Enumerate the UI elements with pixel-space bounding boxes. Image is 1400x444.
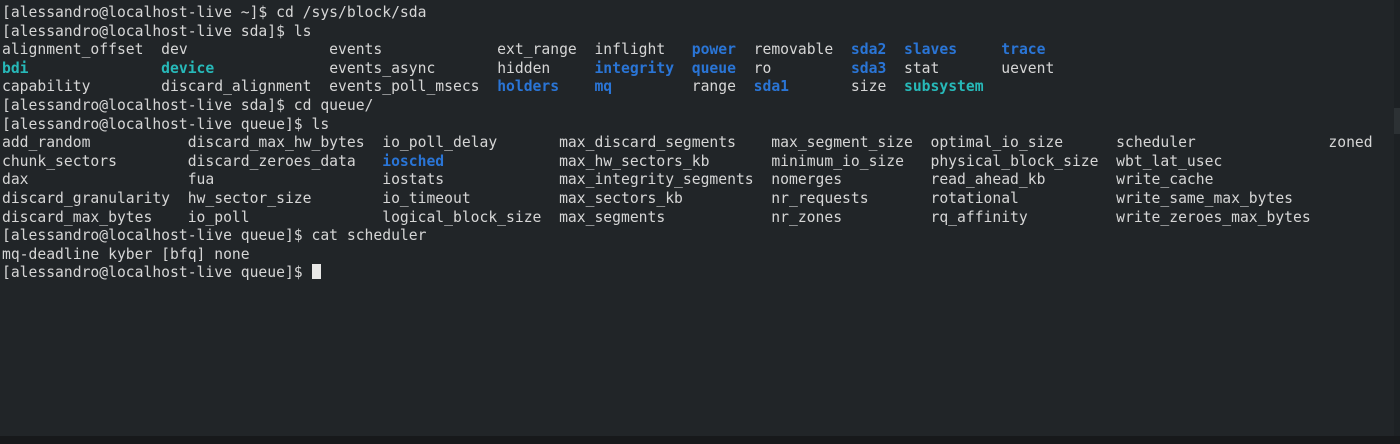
terminal-line: [alessandro@localhost-live queue]$ — [2, 264, 1400, 283]
terminal-text: ro — [735, 59, 851, 77]
terminal-text: events_async hidden — [214, 59, 595, 77]
directory-entry-text: power — [691, 41, 736, 59]
terminal-text: capability discard_alignment events_poll… — [2, 78, 498, 96]
symlink-entry-text: bdi — [2, 59, 29, 77]
terminal-text: [alessandro@localhost-live queue]$ ls — [2, 115, 330, 133]
scrollbar-trough[interactable] — [1394, 0, 1400, 436]
terminal-line: [alessandro@localhost-live sda]$ ls — [2, 23, 1400, 42]
scrollbar-thumb[interactable] — [1394, 108, 1400, 134]
terminal-output: [alessandro@localhost-live ~]$ cd /sys/b… — [2, 4, 1400, 283]
terminal-text: [alessandro@localhost-live sda]$ cd queu… — [2, 96, 374, 114]
bottom-edge-bar — [0, 436, 1400, 444]
terminal-line: dax fua iostats max_integrity_segments n… — [2, 171, 1400, 190]
terminal-line: add_random discard_max_hw_bytes io_poll_… — [2, 134, 1400, 153]
terminal-cursor — [311, 264, 321, 280]
terminal-text: discard_granularity hw_sector_size io_ti… — [2, 189, 1294, 207]
terminal-line: [alessandro@localhost-live queue]$ cat s… — [2, 227, 1400, 246]
terminal-line: bdi device events_async hidden integrity… — [2, 60, 1400, 79]
terminal-line: discard_max_bytes io_poll logical_block_… — [2, 209, 1400, 228]
terminal-line: capability discard_alignment events_poll… — [2, 78, 1400, 97]
directory-entry-text: queue — [691, 59, 736, 77]
directory-entry-text: trace — [1001, 41, 1046, 59]
terminal-text: range — [612, 78, 754, 96]
directory-entry-text: mq — [594, 78, 613, 96]
directory-entry-text: sda2 — [850, 41, 887, 59]
terminal-text: alignment_offset dev events ext_range in… — [2, 41, 692, 59]
symlink-entry-text: subsystem — [903, 78, 984, 96]
terminal-text: size — [789, 78, 904, 96]
directory-entry-text: sda1 — [753, 78, 790, 96]
terminal-text: dax fua iostats max_integrity_segments n… — [2, 171, 1214, 189]
terminal-line: [alessandro@localhost-live sda]$ cd queu… — [2, 97, 1400, 116]
terminal-line: [alessandro@localhost-live queue]$ ls — [2, 116, 1400, 135]
terminal-line: [alessandro@localhost-live ~]$ cd /sys/b… — [2, 4, 1400, 23]
directory-entry-text: integrity — [594, 59, 675, 77]
directory-entry-text: iosched — [382, 152, 445, 170]
terminal-line: discard_granularity hw_sector_size io_ti… — [2, 190, 1400, 209]
terminal-line: alignment_offset dev events ext_range in… — [2, 41, 1400, 60]
terminal-line: chunk_sectors discard_zeroes_data iosche… — [2, 153, 1400, 172]
symlink-entry-text: device — [161, 59, 215, 77]
terminal-text: stat uevent — [886, 59, 1055, 77]
directory-entry-text: sda3 — [850, 59, 887, 77]
terminal-text: max_hw_sectors_kb minimum_io_size physic… — [444, 152, 1223, 170]
terminal-text — [886, 41, 904, 58]
terminal-text: removable — [735, 41, 851, 59]
terminal-text: [alessandro@localhost-live sda]$ ls — [2, 22, 312, 40]
terminal-text: [alessandro@localhost-live ~]$ cd /sys/b… — [2, 4, 427, 21]
terminal-text — [559, 78, 594, 95]
terminal-text: discard_max_bytes io_poll logical_block_… — [2, 208, 1311, 226]
terminal-text: add_random discard_max_hw_bytes io_poll_… — [2, 134, 1373, 152]
terminal-text — [674, 60, 692, 77]
directory-entry-text: holders — [497, 78, 560, 96]
terminal-text: [alessandro@localhost-live queue]$ — [2, 264, 312, 282]
terminal-text: mq-deadline kyber [bfq] none — [2, 245, 250, 263]
terminal-text — [957, 41, 1001, 58]
terminal-text: [alessandro@localhost-live queue]$ cat s… — [2, 227, 427, 245]
terminal-text: chunk_sectors discard_zeroes_data — [2, 152, 383, 170]
terminal-line: mq-deadline kyber [bfq] none — [2, 246, 1400, 265]
directory-entry-text: slaves — [903, 41, 958, 59]
terminal-text — [29, 60, 162, 77]
